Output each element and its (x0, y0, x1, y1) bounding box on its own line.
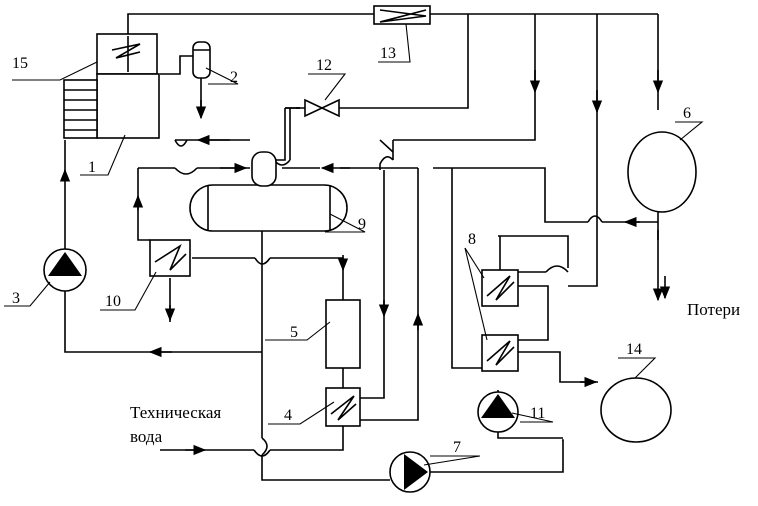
unit-6-tank (627, 131, 697, 213)
label-14: 14 (626, 341, 642, 358)
label-7: 7 (453, 439, 461, 456)
unit-12-valve (304, 98, 340, 118)
unit-1-generator (63, 73, 160, 139)
label-1: 1 (88, 159, 96, 176)
tech-water-label-line2: вода (130, 427, 163, 446)
equipment-labels: 15 1 2 12 13 6 3 10 9 8 5 4 7 11 14 (12, 45, 691, 456)
unit-7-pump (389, 451, 431, 493)
label-8: 8 (468, 231, 476, 248)
unit-10-exchanger (149, 239, 191, 277)
label-3: 3 (12, 290, 20, 307)
unit-15-condenser (96, 33, 158, 75)
unit-11-pump (477, 391, 519, 433)
unit-2-vessel (192, 41, 211, 79)
tech-water-label-line1: Техническая (130, 403, 221, 422)
unit-4-exchanger (325, 387, 361, 427)
pipe-crossings (174, 139, 603, 457)
leader-lines (4, 23, 704, 466)
flow-arrows (59, 70, 671, 456)
label-9: 9 (358, 216, 366, 233)
label-5: 5 (290, 324, 298, 341)
unit-8-exchangers (481, 269, 519, 372)
label-6: 6 (683, 105, 691, 122)
unit-14-tank (600, 377, 672, 443)
label-4: 4 (284, 407, 292, 424)
label-13: 13 (380, 45, 396, 62)
unit-3-pump (43, 248, 87, 292)
losses-label: Потери (687, 300, 740, 319)
pipe-network (64, 13, 664, 481)
unit-5-vessel (325, 299, 361, 369)
label-10: 10 (105, 293, 121, 310)
unit-9-separator (189, 151, 348, 232)
label-12: 12 (316, 57, 332, 74)
label-11: 11 (530, 405, 545, 422)
label-15: 15 (12, 55, 28, 72)
label-2: 2 (230, 69, 238, 86)
annotations: Потери Техническая вода (130, 300, 740, 446)
unit-13-exchanger (373, 5, 431, 25)
